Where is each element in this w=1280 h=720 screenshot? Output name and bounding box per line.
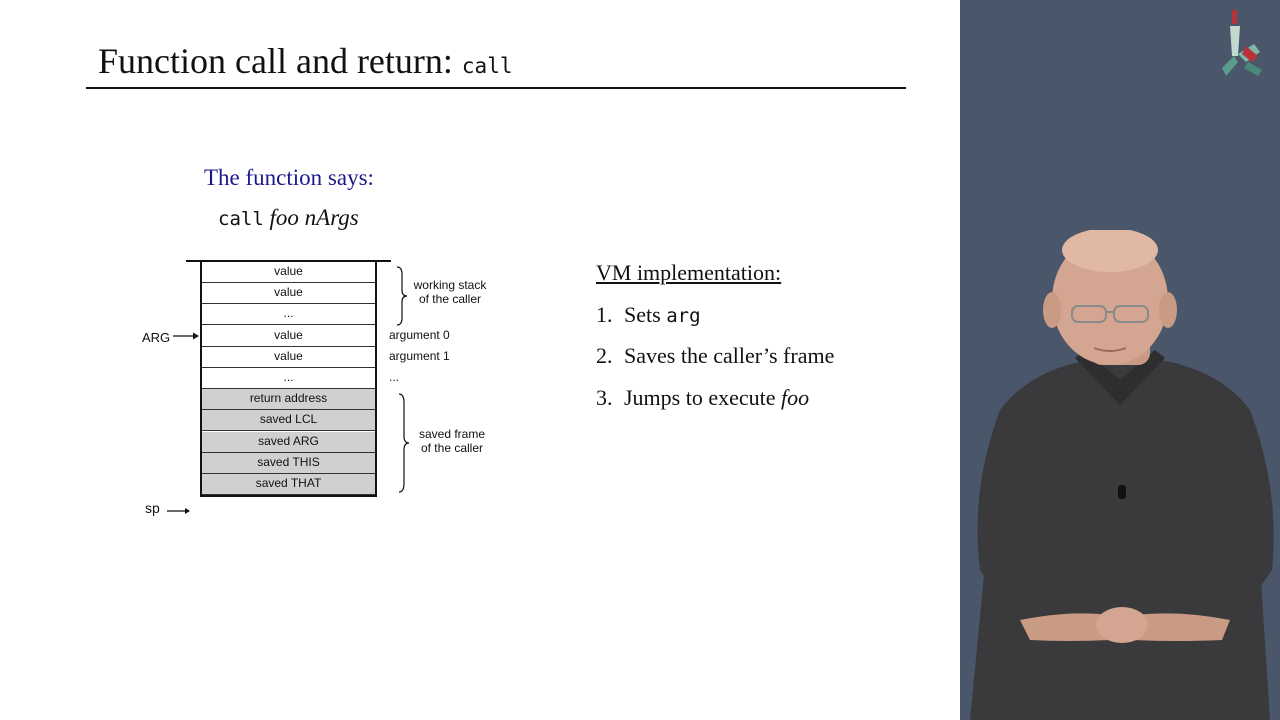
vm-step-3-italic: foo [781,385,810,410]
sp-pointer: sp [145,500,160,516]
stack-cell: value [202,283,375,305]
vm-step-3: 3. Jumps to execute foo [596,385,809,411]
saved-frame-label-line2: of the caller [420,441,484,455]
slide-title: Function call and return: call [98,40,512,82]
function-says-heading: The function says: [204,165,374,190]
saved-frame-label-line1: saved frame [418,427,486,441]
saved-frame-brace-icon [398,393,410,493]
call-arguments: foo nArgs [269,205,359,230]
vm-step-1-text: Sets [624,302,667,327]
sp-pointer-label: sp [145,500,160,516]
stack-left-wall [200,260,202,497]
title-divider [86,87,906,89]
stack-cell: saved THAT [202,474,375,495]
slide-title-code: call [461,54,513,78]
stack-cell: return address [202,389,375,411]
stack-cell: saved ARG [202,431,375,453]
stack-cell: value [202,326,375,347]
vm-step-2-text: Saves the caller’s frame [624,343,835,368]
call-keyword: call [218,208,264,230]
course-logo-icon [1222,10,1262,76]
argument-0-label: argument 0 [389,328,450,342]
arg-pointer-label: ARG [142,330,171,345]
stack-right-wall [375,260,377,497]
stack-cell: saved THIS [202,452,375,474]
stack-bottom-line [200,495,377,497]
vm-step-1-code: arg [666,305,701,327]
sp-arrow-icon [167,508,190,514]
vm-step-1-number: 1. [596,302,613,327]
presenter-video [970,230,1274,720]
stack-cell: ... [202,368,375,389]
vm-step-2: 2. Saves the caller’s frame [596,343,834,369]
vm-implementation-heading: VM implementation: [596,260,782,285]
vm-step-3-text: Jumps to execute [624,385,782,410]
working-stack-label: working stack of the caller [410,278,490,306]
call-command: call foo nArgs [218,205,359,231]
vm-step-1: 1. Sets arg [596,302,701,328]
arg-arrow-icon [173,332,199,340]
stack-cell: ... [202,304,375,326]
slide: Function call and return: call The funct… [86,40,906,516]
vm-step-2-number: 2. [596,343,613,368]
vm-step-3-number: 3. [596,385,613,410]
slide-title-text: Function call and return: [98,41,462,81]
stack-top-line [186,260,391,262]
saved-frame-label: saved frame of the caller [412,427,492,455]
working-stack-label-line1: working stack [413,278,487,292]
stack-cell: value [202,262,375,283]
argument-1-label: argument 1 [389,349,450,363]
stack-cell: saved LCL [202,410,375,432]
working-stack-brace-icon [396,266,408,326]
argument-more-label: ... [389,370,400,384]
stack-cell: value [202,347,375,368]
arg-pointer: ARG [142,330,170,345]
working-stack-label-line2: of the caller [418,292,482,306]
